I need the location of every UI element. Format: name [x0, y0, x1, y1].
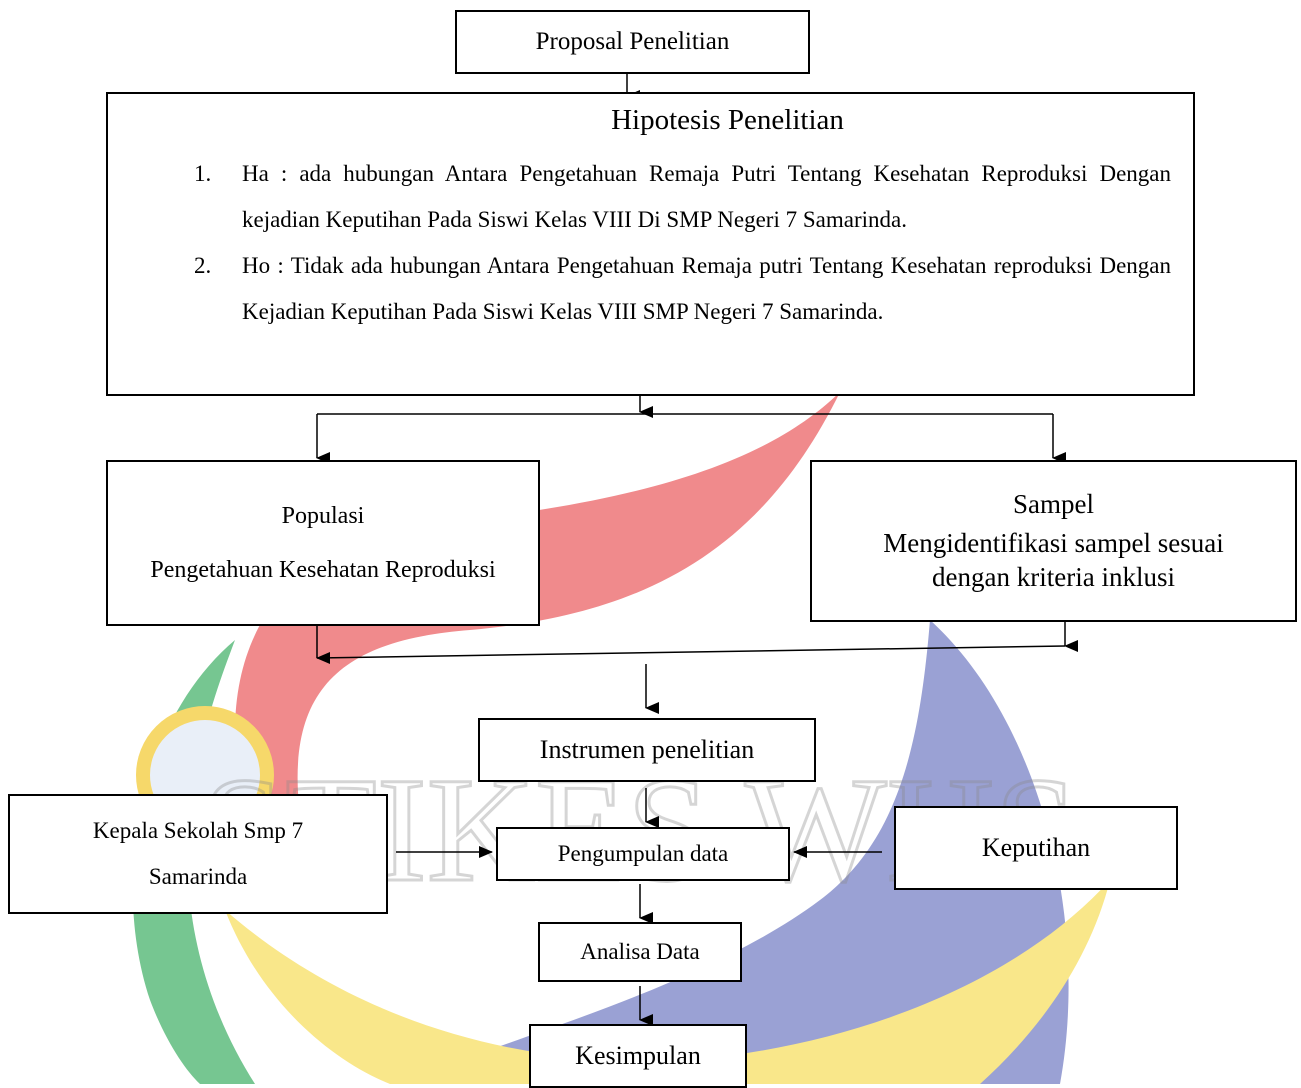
box-sampel: Sampel Mengidentifikasi sampel sesuai de… [810, 460, 1297, 622]
sampel-title: Sampel [1013, 489, 1094, 519]
watermark-yellow-swoosh [225, 880, 1110, 1084]
populasi-title: Populasi [281, 503, 365, 529]
box-kepala-sekolah: Kepala Sekolah Smp 7 Samarinda [8, 794, 388, 914]
sampel-text-line2: dengan kriteria inklusi [932, 562, 1175, 592]
box-hipotesis-penelitian: Hipotesis Penelitian 1. Ha : ada hubunga… [106, 92, 1195, 396]
box-pengumpulan-data: Pengumpulan data [496, 827, 790, 881]
populasi-text: Pengetahuan Kesehatan Reproduksi [150, 557, 496, 583]
analisa-label: Analisa Data [580, 939, 700, 964]
box-proposal-penelitian: Proposal Penelitian [455, 10, 810, 74]
box-instrumen-penelitian: Instrumen penelitian [478, 718, 816, 782]
proposal-label: Proposal Penelitian [535, 28, 730, 55]
kepala-line2: Samarinda [148, 864, 248, 889]
pengumpulan-label: Pengumpulan data [557, 841, 729, 866]
hipotesis-item-2: 2. Ho : Tidak ada hubungan Antara Penget… [194, 243, 1171, 335]
box-kesimpulan: Kesimpulan [529, 1024, 747, 1088]
hipotesis-title: Hipotesis Penelitian [611, 104, 844, 136]
kepala-line1: Kepala Sekolah Smp 7 [92, 818, 304, 843]
instrumen-label: Instrumen penelitian [539, 735, 755, 764]
keputihan-label: Keputihan [981, 833, 1091, 862]
kesimpulan-label: Kesimpulan [575, 1041, 701, 1070]
sampel-text-line1: Mengidentifikasi sampel sesuai [883, 528, 1224, 558]
box-analisa-data: Analisa Data [538, 922, 742, 982]
hipotesis-item-text: Ho : Tidak ada hubungan Antara Pengetahu… [242, 253, 1171, 324]
hipotesis-item-text: Ha : ada hubungan Antara Pengetahuan Rem… [242, 161, 1171, 232]
box-populasi: Populasi Pengetahuan Kesehatan Reproduks… [106, 460, 540, 626]
hipotesis-item-1: 1. Ha : ada hubungan Antara Pengetahuan … [194, 151, 1171, 243]
box-keputihan: Keputihan [894, 806, 1178, 890]
watermark-blue-swoosh [400, 620, 1069, 1084]
hipotesis-item-number: 2. [194, 253, 212, 278]
hipotesis-item-number: 1. [194, 161, 212, 186]
